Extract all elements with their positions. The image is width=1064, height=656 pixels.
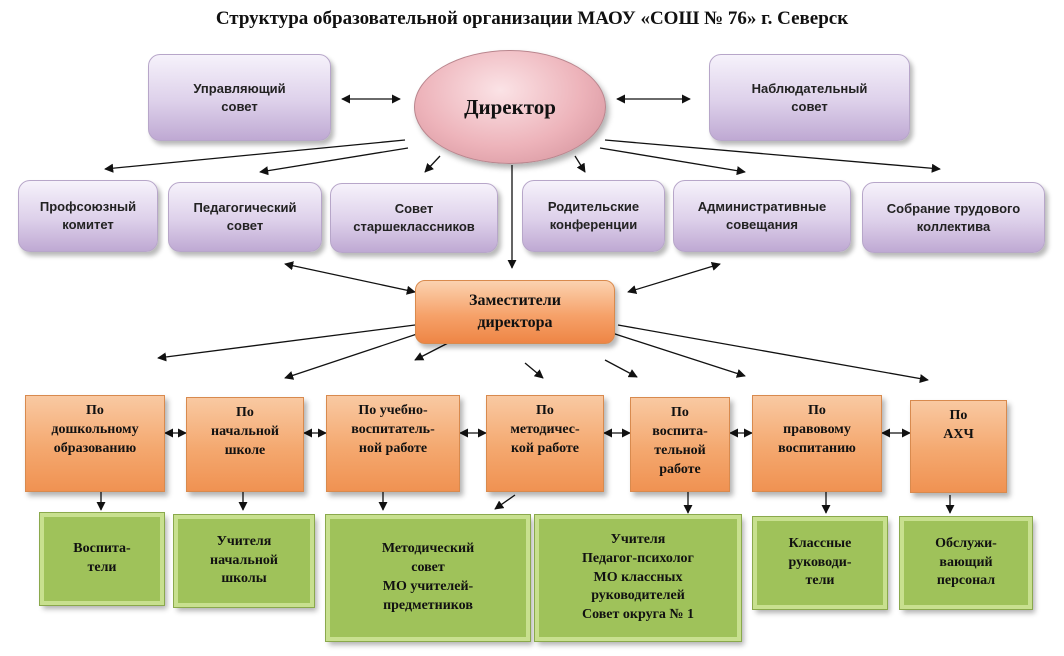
staff-teachers-psychologist: Учителя Педагог-психолог МО классных рук… [534, 514, 742, 642]
arrow-director-assembly [604, 139, 941, 173]
staff-educators: Воспита- тели [39, 512, 165, 606]
deputy-directors-box: Заместители директора [415, 280, 615, 344]
arrow-deputies-right [627, 262, 721, 294]
dept-educational-work: По учебно- воспитатель- ной работе [326, 395, 460, 492]
arrow-deputies-dept4 [524, 362, 544, 379]
arrow-dept4-staff3 [494, 494, 516, 510]
dept-preschool: По дошкольному образованию [25, 395, 165, 492]
council-senior-students: Совет старшеклассников [330, 183, 498, 253]
arrow-deputies-left [284, 261, 416, 295]
council-union-committee: Профсоюзный комитет [18, 180, 158, 252]
council-pedagogical: Педагогический совет [168, 182, 322, 252]
director-ellipse: Директор [414, 50, 606, 164]
arrow-deputies-dept5 [604, 359, 638, 378]
staff-primary-teachers: Учителя начальной школы [173, 514, 315, 608]
arrow-deputies-dept2 [284, 332, 421, 380]
dept-methodical-work: По методичес- кой работе [486, 395, 604, 492]
supervisory-council-box: Наблюдательный совет [709, 54, 910, 141]
governing-council-box: Управляющий совет [148, 54, 331, 141]
arrow-director-parents [574, 155, 586, 173]
dept-legal-education: По правовому воспитанию [752, 395, 882, 492]
staff-service-personnel: Обслужи- вающий персонал [899, 516, 1033, 610]
staff-methodical-council: Методический совет МО учителей- предметн… [325, 514, 531, 642]
arrow-deputies-dept7 [617, 324, 929, 384]
council-administrative-meetings: Административные совещания [673, 180, 851, 252]
arrow-director-pedcouncil [259, 147, 409, 176]
dept-upbringing-work: По воспита- тельной работе [630, 397, 730, 492]
arrow-deputies-dept6 [611, 332, 746, 378]
dept-maintenance: По АХЧ [910, 400, 1007, 493]
arrow-director-admin [599, 147, 746, 176]
dept-primary-school: По начальной школе [186, 397, 304, 492]
arrow-director-union [104, 139, 406, 173]
diagram-title: Структура образовательной организации МА… [215, 8, 849, 29]
staff-class-teachers: Классные руководи- тели [752, 516, 888, 610]
arrow-deputies-dept3 [414, 341, 451, 361]
council-labor-assembly: Собрание трудового коллектива [862, 182, 1045, 253]
arrow-deputies-dept1 [157, 324, 416, 362]
arrow-director-senior [424, 155, 441, 173]
council-parent-conferences: Родительские конференции [522, 180, 665, 252]
